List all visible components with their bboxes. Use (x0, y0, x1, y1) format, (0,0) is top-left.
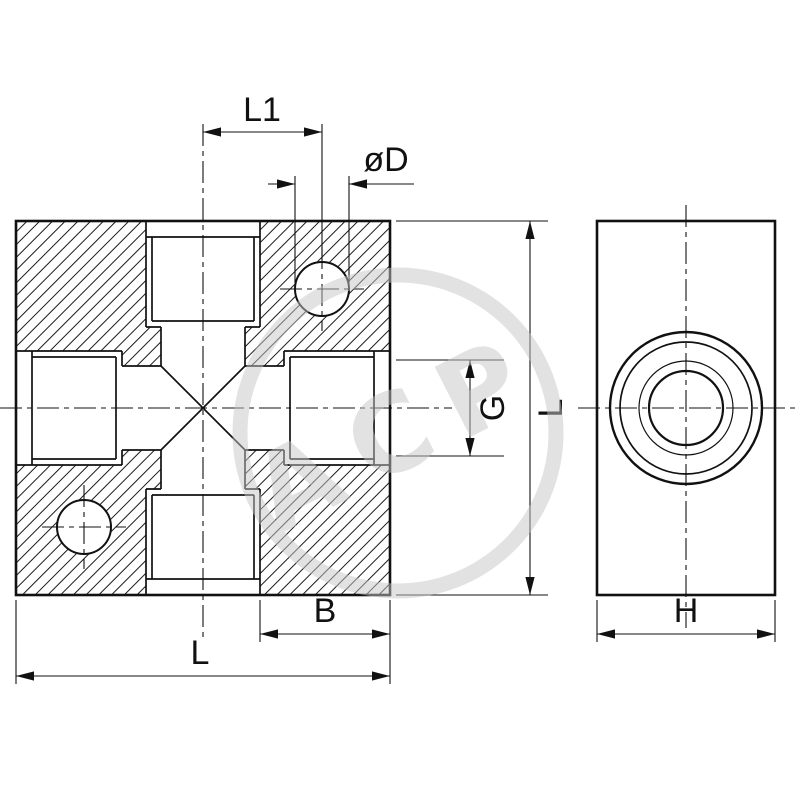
dimension-h: H (596, 592, 776, 642)
dimension-label-l1: L1 (243, 91, 281, 129)
dimension-diameter-d: øD (268, 141, 414, 283)
dimension-label-diameter: øD (363, 141, 408, 179)
dimension-g: G (396, 359, 512, 457)
dimension-label-height: H (674, 592, 699, 630)
port-top (145, 221, 261, 366)
watermark-ring (232, 267, 564, 599)
dimension-label-b: B (314, 592, 337, 630)
dimension-l-bottom: L (15, 600, 390, 684)
dimension-label-thread: G (474, 395, 512, 421)
dimension-label-length-bottom: L (191, 634, 210, 672)
dimension-b: B (259, 592, 391, 684)
dimension-l1: L1 (203, 91, 323, 256)
hole-bottom-crosshair (42, 485, 126, 569)
watermark: ACP (232, 267, 564, 599)
